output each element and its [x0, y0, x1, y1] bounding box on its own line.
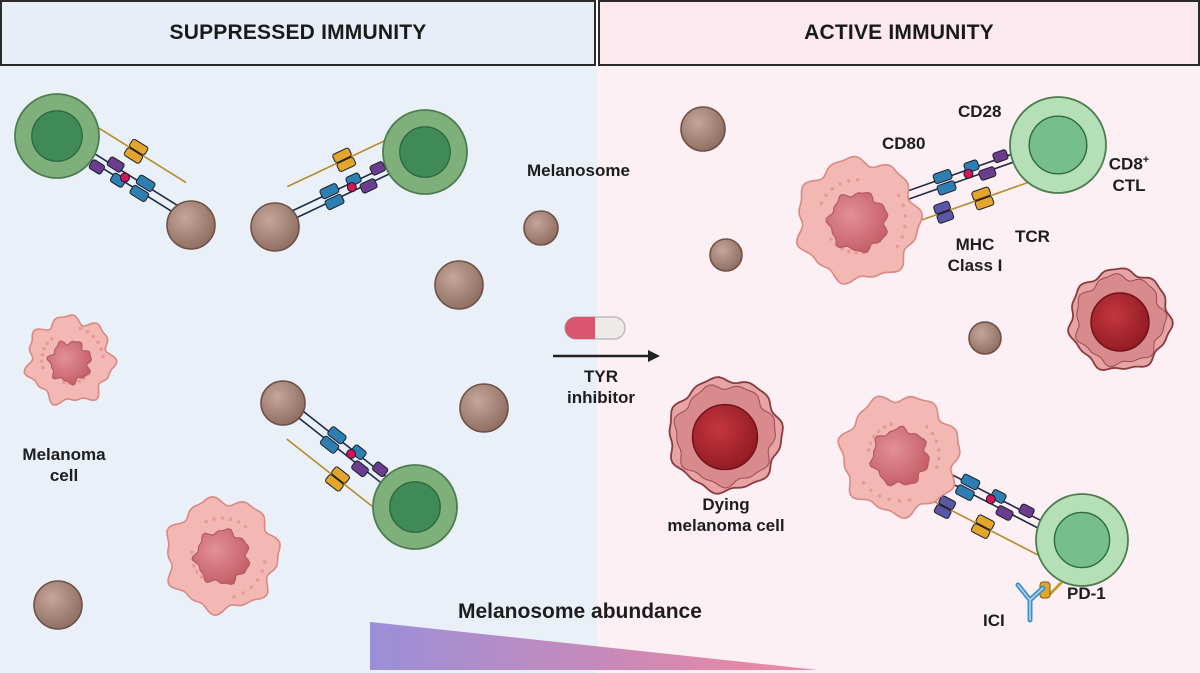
mhc-label-line2: Class I — [947, 256, 1003, 275]
cd28-domain — [970, 523, 991, 539]
cd8-superscript: + — [1142, 154, 1150, 166]
tcr-domain — [351, 460, 369, 478]
mhc-label-line1: MHC — [955, 235, 995, 254]
mhc-domain — [955, 484, 975, 501]
tcr-domain — [88, 159, 105, 175]
cd28-domain — [975, 514, 995, 530]
mhc-domain — [936, 180, 957, 196]
melanoma-cell-label-line2: cell — [49, 466, 79, 485]
melanosome-icon — [166, 200, 216, 250]
tyr-label-line2: inhibitor — [567, 388, 635, 407]
cd8-ctl-icon — [1035, 493, 1129, 587]
cd80-domain — [936, 210, 955, 224]
cd80-label: CD80 — [882, 134, 926, 153]
tcr-domain — [992, 149, 1009, 163]
cd28-domain — [331, 466, 350, 484]
tcr-label: TCR — [1015, 227, 1050, 246]
cd28-domain — [971, 186, 991, 201]
cd8-base: CD8 — [1108, 154, 1143, 174]
melanoma-cell-icon — [837, 395, 961, 520]
peptide-icon — [120, 172, 130, 183]
peptide-icon — [963, 168, 974, 179]
melanosome-icon — [434, 260, 484, 310]
melanosome-icon — [250, 202, 300, 252]
mhc-domain — [135, 174, 156, 192]
pd1-label: PD-1 — [1067, 584, 1106, 603]
tcr-domain — [106, 156, 125, 173]
melanoma-cell-icon — [166, 495, 281, 617]
cd80-domain — [933, 200, 951, 215]
active-title-text: ACTIVE IMMUNITY — [804, 21, 994, 44]
cd80-domain — [933, 504, 952, 519]
dying-melanoma-label: Dying melanoma cell — [667, 494, 784, 536]
t-cell-icon — [372, 464, 458, 550]
dying-label-line2: melanoma cell — [667, 516, 785, 535]
capsule-icon — [564, 316, 626, 340]
peptide-icon — [985, 494, 996, 505]
mhc-class-label: MHC Class I — [948, 234, 1003, 276]
ctl-label: CTL — [1112, 175, 1146, 195]
antibody-icon — [1015, 580, 1064, 623]
cd28-domain — [974, 196, 995, 211]
cd28-domain — [332, 147, 352, 163]
receptor-complex-icon — [902, 450, 1073, 562]
peptide-icon — [346, 182, 357, 193]
tcr-domain — [369, 161, 386, 176]
cd28-domain — [129, 138, 149, 156]
melanosome-icon — [968, 321, 1002, 355]
mhc-domain — [960, 473, 981, 491]
melanosome-icon — [459, 383, 509, 433]
panel-title-suppressed: SUPPRESSED IMMUNITY — [0, 0, 596, 66]
tcr-domain — [359, 178, 378, 194]
cd28-domain — [336, 156, 357, 172]
melanoma-cell-label: Melanoma cell — [22, 444, 105, 486]
t-cell-icon — [382, 109, 468, 195]
melanosome-icon — [709, 238, 743, 272]
melanoma-cell-label-line1: Melanoma — [22, 445, 106, 464]
tcr-domain — [372, 461, 389, 478]
melanoma-cell-icon — [23, 314, 118, 406]
peptide-icon — [346, 449, 357, 459]
panel-title-active: ACTIVE IMMUNITY — [598, 0, 1200, 66]
melanosome-icon — [260, 380, 306, 426]
t-cell-icon — [14, 93, 100, 179]
melanosome-icon — [33, 580, 83, 630]
ici-label: ICI — [983, 611, 1005, 630]
melanoma-cell-icon — [796, 155, 924, 285]
cd8-ctl-icon — [1009, 96, 1107, 194]
mhc-domain — [319, 183, 340, 200]
mhc-domain — [327, 426, 347, 445]
cd28-domain — [123, 147, 143, 164]
cd28-domain — [325, 474, 344, 492]
cd8-ctl-label: CD8+ CTL — [1109, 150, 1149, 196]
cd8-label: CD8+ — [1109, 150, 1149, 175]
tcr-domain — [978, 166, 997, 181]
mhc-domain — [932, 169, 953, 185]
mhc-domain — [324, 193, 345, 211]
cd28-label: CD28 — [958, 102, 1002, 121]
suppressed-title-text: SUPPRESSED IMMUNITY — [169, 21, 427, 44]
mhc-domain — [319, 435, 340, 454]
melanosome-icon — [680, 106, 726, 152]
tcr-domain — [1018, 503, 1035, 519]
arrow-icon — [553, 350, 660, 362]
melanosome-label: Melanosome — [527, 161, 630, 180]
dying-melanoma-cell-icon — [1067, 267, 1174, 372]
dying-melanoma-cell-icon — [668, 376, 784, 495]
cd80-domain — [938, 495, 957, 510]
tyr-label-line1: TYR — [583, 367, 618, 386]
tcr-domain — [995, 505, 1014, 521]
tyr-inhibitor-label: TYR inhibitor — [567, 366, 635, 408]
dying-label-line1: Dying — [702, 495, 750, 514]
melanosome-abundance-label: Melanosome abundance — [458, 600, 702, 623]
gradient-wedge-icon — [370, 622, 818, 670]
mhc-domain — [129, 184, 150, 203]
melanosome-icon — [523, 210, 559, 246]
